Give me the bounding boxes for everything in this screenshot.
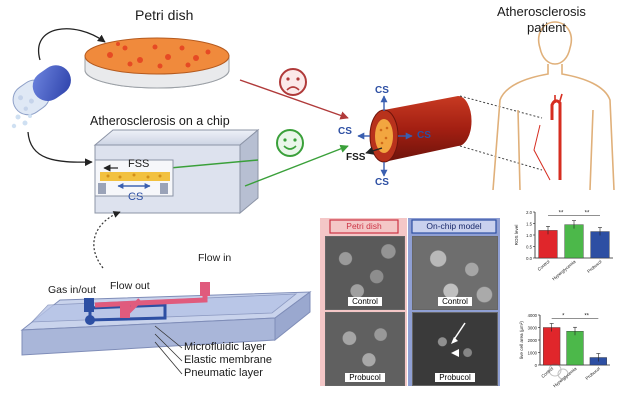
bar-hyperglycemia <box>566 331 584 366</box>
wechat-watermark-icon <box>548 363 569 380</box>
red-arrow <box>239 79 349 120</box>
y-tick-label: 3000 <box>528 326 538 331</box>
y-tick-label: 4000 <box>528 313 538 318</box>
blood-vessel-illustration <box>357 95 472 177</box>
label-leader-pneumatic <box>154 341 183 375</box>
vessel-cs-top: CS <box>375 85 389 96</box>
micro-image-probucol-chip: Probucol <box>412 312 498 386</box>
y-tick-label: 0.0 <box>526 256 532 261</box>
y-axis-label: live cell area (μm²) <box>519 321 524 359</box>
category-label: Control <box>540 366 554 379</box>
vessel-cs-right: CS <box>417 130 431 141</box>
y-tick-label: 1.5 <box>526 222 532 227</box>
microfluidic-layer-label: Microfluidic layer <box>184 341 266 353</box>
label-leader-elastic <box>154 333 183 362</box>
chip-panel-header: On-chip model <box>426 221 482 231</box>
chip-block-illustration <box>93 128 260 215</box>
petri-dish-label: Petri dish <box>135 7 194 23</box>
dotted-link-arrow <box>93 211 121 269</box>
flow-out-label: Flow out <box>110 280 150 292</box>
label-leader-micro <box>154 325 183 349</box>
flow-in-label: Flow in <box>198 252 232 264</box>
green-arrow <box>244 144 349 187</box>
gas-label: Gas in/out <box>48 284 96 296</box>
patient-label-line1: Atherosclerosis <box>497 4 586 19</box>
happy-face-icon <box>276 129 304 157</box>
y-tick-label: 2.0 <box>526 210 532 215</box>
petri-header-box <box>329 219 399 234</box>
caption-control-left: Control <box>348 297 382 306</box>
chip-fss-label: FSS <box>128 158 150 170</box>
pill-to-chip-arrow <box>27 131 93 167</box>
bar-hyperglycemia <box>564 224 584 259</box>
zoom-line <box>459 145 543 171</box>
vessel-cs-bottom: CS <box>375 177 389 188</box>
y-tick-label: 2000 <box>528 338 538 343</box>
vessel-fss-label: FSS <box>346 152 366 163</box>
chip-title-label: Atherosclerosis on a chip <box>90 114 230 128</box>
vessel-cs-left: CS <box>338 126 352 137</box>
microfluidic-chip-illustration <box>20 282 312 356</box>
category-label: Control <box>537 259 551 272</box>
y-tick-label: 1.0 <box>526 233 532 238</box>
y-tick-label: 0.5 <box>526 245 532 250</box>
arrowheads-annotation <box>451 322 466 357</box>
chip-header-box <box>411 219 497 234</box>
pneumatic-layer-label: Pneumatic layer <box>184 367 263 379</box>
category-label: Probucol <box>586 259 603 274</box>
elastic-membrane-label: Elastic membrane <box>184 354 273 366</box>
chip-cs-label: CS <box>128 191 144 203</box>
y-tick-label: 1000 <box>528 351 538 356</box>
pill-to-petri-arrow <box>37 28 106 61</box>
pill-capsule-icon <box>11 65 71 129</box>
y-tick-label: 0 <box>535 363 538 368</box>
patient-label-line2: patient <box>527 20 567 35</box>
caption-probucol-left: Probucol <box>345 373 385 382</box>
petri-dish-illustration <box>84 37 230 89</box>
petri-panel-header: Petri dish <box>346 221 382 231</box>
bar-control <box>543 327 561 366</box>
bar-control <box>538 230 558 259</box>
y-axis-label: ROS level <box>514 225 519 246</box>
micro-image-control-petri: Control <box>325 236 405 310</box>
caption-probucol-right: Probucol <box>435 373 475 382</box>
category-label: Probucol <box>584 366 601 381</box>
micro-image-probucol-petri: Probucol <box>325 312 405 386</box>
significance-label: ** <box>585 211 590 217</box>
patient-silhouette <box>492 21 615 191</box>
category-label: Hyperglycemia <box>551 259 577 282</box>
micro-image-control-chip: Control <box>412 236 498 310</box>
significance-label: * <box>562 314 565 320</box>
sad-face-icon <box>279 68 307 96</box>
significance-label: ** <box>584 314 589 320</box>
caption-control-right: Control <box>438 297 472 306</box>
significance-label: ** <box>559 211 564 217</box>
